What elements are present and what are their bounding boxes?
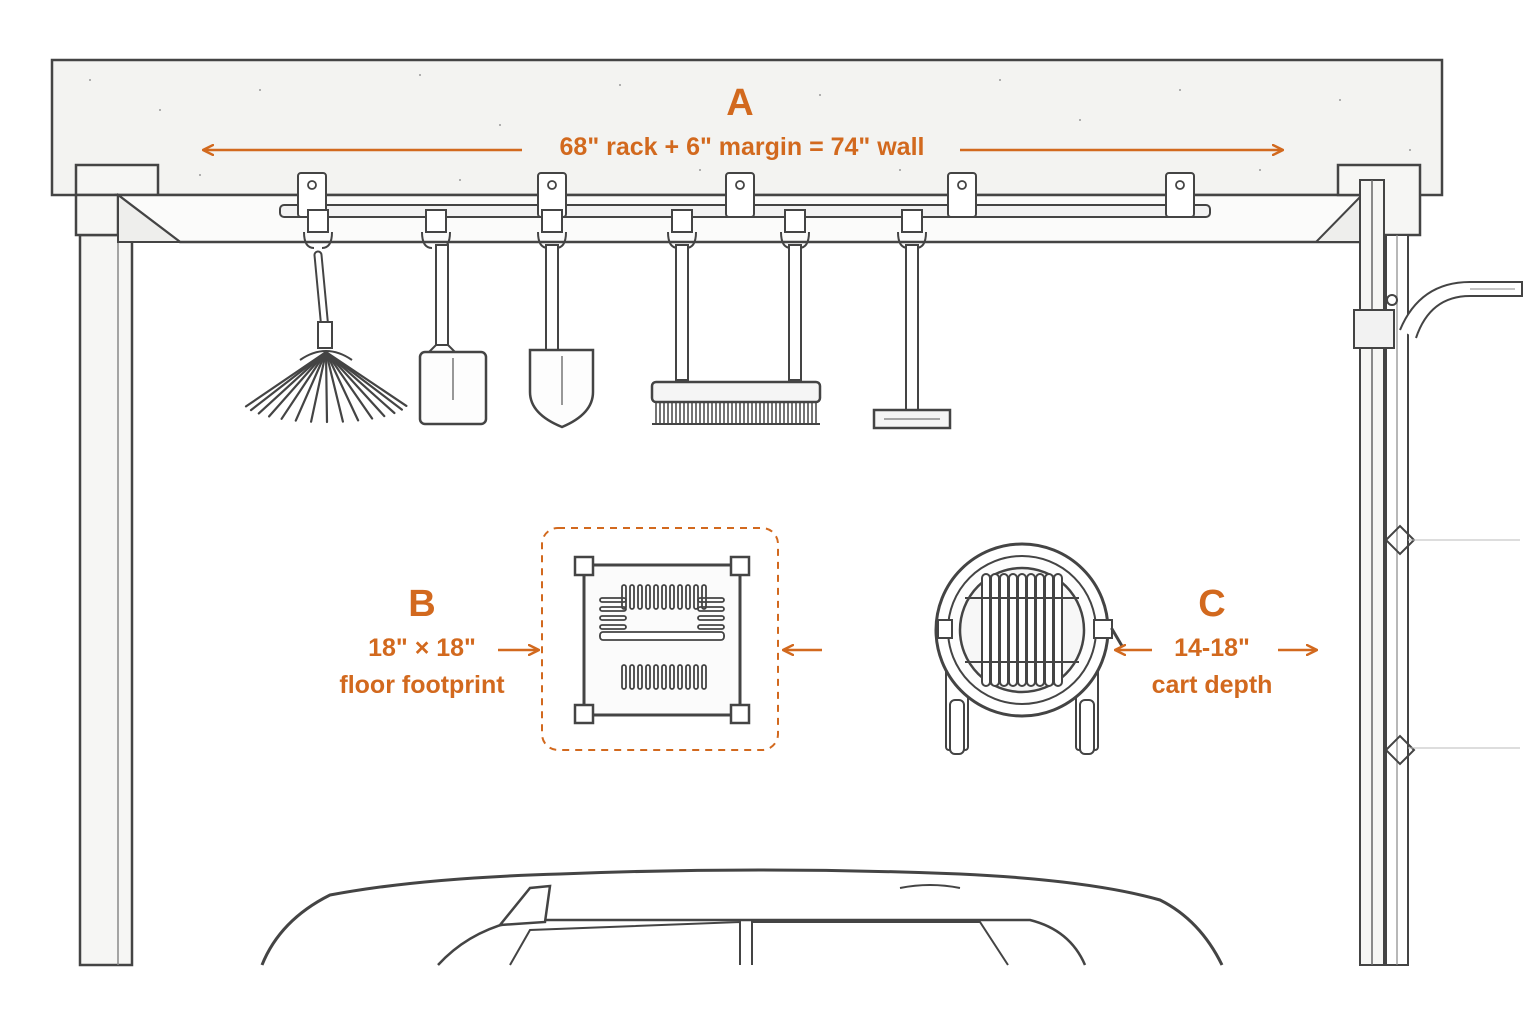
mat-slot [693, 584, 699, 610]
rake-tine [268, 350, 328, 418]
mat-slot [599, 615, 627, 621]
rail-hook [671, 209, 693, 233]
rake-tine [310, 350, 328, 423]
hose-coil [990, 573, 1000, 687]
rail-bracket [947, 172, 977, 218]
car-outline [260, 868, 1224, 966]
mat-slot [669, 584, 675, 610]
rake-tine [324, 350, 408, 407]
mat-slot [685, 584, 691, 610]
mat-slot [637, 664, 643, 690]
left-wall-post [78, 233, 134, 967]
hose-coil [1044, 573, 1054, 687]
tool-rail [279, 172, 1211, 249]
rake-tine [294, 350, 328, 422]
concrete-speckle [89, 74, 1411, 181]
bracket-screw [307, 180, 317, 190]
mat-slot [599, 597, 627, 603]
mat-slot [693, 664, 699, 690]
dimension-a-label: 68" rack + 6" margin = 74" wall [559, 133, 925, 161]
rake-tine [324, 350, 344, 423]
hose-coil [981, 573, 991, 687]
mat-slot [677, 664, 683, 690]
mat-slot [669, 664, 675, 690]
rake-tine [324, 350, 360, 422]
push-broom-icon [650, 244, 822, 425]
hook-arm [303, 231, 333, 249]
hose-reel-icon [934, 542, 1124, 755]
mat-slot [629, 664, 635, 690]
floor-mat-icon [541, 527, 779, 751]
rail-hook [541, 209, 563, 233]
bracket-screw [957, 180, 967, 190]
rail-brackets [297, 172, 1195, 218]
hose-coil [1035, 573, 1045, 687]
mat-slot [653, 584, 659, 610]
squeegee-icon [872, 244, 952, 430]
mat-slot [653, 664, 659, 690]
dimension-b-size: 18" × 18" [368, 634, 476, 662]
mat-slot [697, 624, 725, 630]
dimension-a-letter: A [726, 82, 754, 124]
mat-slot [599, 606, 627, 612]
hose-coil [1017, 573, 1027, 687]
rake-tine [324, 350, 396, 415]
mat-slot [685, 664, 691, 690]
hose-coil [1026, 573, 1036, 687]
mat-slot [661, 664, 667, 690]
mat-slot [637, 584, 643, 610]
dimension-b-caption: floor footprint [339, 671, 505, 699]
spade-icon [528, 244, 595, 429]
rail-hook [307, 209, 329, 233]
mat-slot [697, 606, 725, 612]
mat-slot [701, 584, 707, 610]
rake-tine [324, 350, 329, 424]
rail-hook [901, 209, 923, 233]
hose-coil [999, 573, 1009, 687]
bracket-screw [547, 180, 557, 190]
rake-icon [244, 250, 408, 424]
rake-tine [280, 350, 328, 420]
bracket-screw [1175, 180, 1185, 190]
hose-coil [1008, 573, 1018, 687]
mat-slot [599, 624, 627, 630]
mat-slot [621, 664, 627, 690]
rake-tine [249, 350, 328, 412]
dimension-c-size: 14-18" [1174, 634, 1250, 662]
flat-shovel-icon [418, 244, 488, 426]
mat-slot [645, 664, 651, 690]
mat-slot [677, 584, 683, 610]
rail-hook [784, 209, 806, 233]
mat-slot [697, 615, 725, 621]
rail-hook [425, 209, 447, 233]
mat-slot [621, 584, 627, 610]
rake-tine [324, 350, 374, 420]
mat-slot [645, 584, 651, 610]
dimension-b-letter: B [408, 583, 436, 625]
dimension-c-caption: cart depth [1151, 671, 1273, 699]
rail-bracket [1165, 172, 1195, 218]
mat-slot [697, 597, 725, 603]
rake-tine [257, 350, 328, 415]
bracket-screw [735, 180, 745, 190]
garage-door-track [1353, 179, 1523, 966]
rail-bracket [725, 172, 755, 218]
mat-slot [629, 584, 635, 610]
mat-slot [701, 664, 707, 690]
dimension-c-letter: C [1198, 583, 1226, 625]
mat-slot [661, 584, 667, 610]
hose-coil [1053, 573, 1063, 687]
rake-tine [324, 350, 386, 418]
